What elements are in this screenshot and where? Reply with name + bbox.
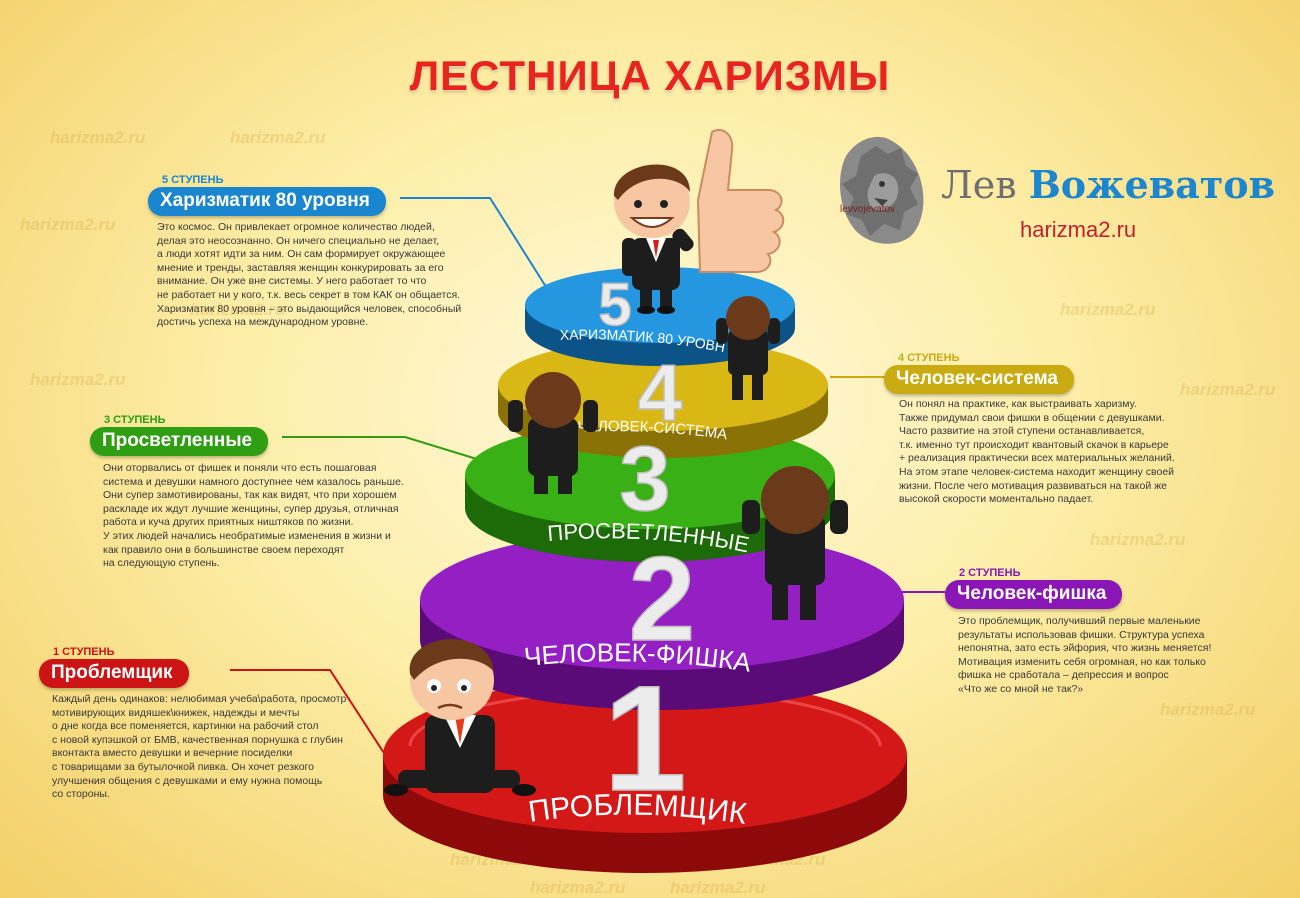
connector-line-step-1 [230, 669, 396, 771]
businessman-back-figure-step-3 [508, 372, 598, 494]
step-digit-3: 3 [619, 428, 670, 530]
step-3-number: 3 СТУПЕНЬ [104, 414, 166, 426]
connector-line-step-3 [282, 436, 481, 461]
step-3-header: 3 СТУПЕНЬ Просветленные [90, 414, 269, 456]
brand-site[interactable]: harizma2.ru [1020, 217, 1137, 242]
brand-first-name: Лев [941, 163, 1017, 207]
businessman-sad-figure [384, 639, 536, 796]
step-1-header: 1 СТУПЕНЬ Проблемщик [39, 646, 189, 688]
step-3-title: Просветленные [90, 427, 269, 456]
step-digit-1: 1 [603, 654, 686, 822]
step-5-header: 5 СТУПЕНЬ Харизматик 80 уровня [148, 174, 386, 216]
step-1-title: Проблемщик [39, 659, 189, 688]
step-2-header: 2 СТУПЕНЬ Человек-фишка [945, 567, 1123, 609]
step-1-description: Каждый день одинаков: нелюбимая учеба\ра… [52, 693, 347, 801]
brand-name: Лев Вожеватов [941, 162, 1275, 207]
step-4-title: Человек-система [884, 365, 1074, 394]
step-5-title: Харизматик 80 уровня [148, 187, 386, 216]
page-title: ЛЕСТНИЦА ХАРИЗМЫ [409, 52, 891, 99]
lion-logo-icon [840, 136, 924, 244]
businessman-back-figure-step-2 [742, 466, 848, 620]
connector-line-step-5 [400, 197, 549, 291]
logo-label: levvojevatov [840, 204, 896, 215]
brand-block: levvojevatov Лев Вожеватов harizma2.ru [826, 126, 1275, 256]
step-2-number: 2 СТУПЕНЬ [959, 567, 1021, 579]
step-2-title: Человек-фишка [945, 580, 1123, 609]
step-1-number: 1 СТУПЕНЬ [53, 646, 115, 658]
step-digit-2: 2 [629, 532, 696, 666]
step-5-description: Это космос. Он привлекает огромное колич… [157, 221, 462, 329]
step-4-header: 4 СТУПЕНЬ Человек-система [884, 352, 1074, 394]
businessman-back-figure-step-4 [716, 296, 780, 400]
step-4-description: Он понял на практике, как выстраивать ха… [899, 398, 1175, 506]
step-digit-5: 5 [598, 271, 631, 338]
businessman-happy-figure [613, 164, 694, 314]
step-3-description: Они оторвались от фишек и поняли что ест… [103, 462, 404, 570]
step-digit-4: 4 [638, 348, 683, 437]
disc-step-2 [420, 530, 904, 710]
thumbs-up-icon [696, 129, 785, 273]
step-2-description: Это проблемщик, получивший первые малень… [958, 615, 1212, 695]
step-4-number: 4 СТУПЕНЬ [898, 352, 960, 364]
disc-step-1 [383, 677, 907, 873]
brand-last-name: Вожеватов [1028, 162, 1276, 207]
step-5-number: 5 СТУПЕНЬ [162, 174, 224, 186]
